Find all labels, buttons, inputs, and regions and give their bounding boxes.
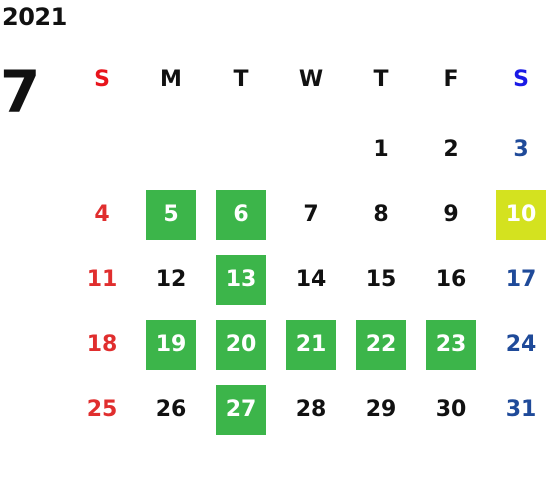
calendar-day-29[interactable]: 29 [365,397,397,422]
calendar-day-26[interactable]: 26 [155,397,187,422]
calendar-day-25[interactable]: 25 [86,397,118,422]
calendar-day-7[interactable]: 7 [303,202,319,227]
weekday-header-thu: T [373,67,389,92]
calendar-day-21[interactable]: 21 [286,320,336,370]
calendar-day-24[interactable]: 24 [505,332,537,357]
calendar-day-13[interactable]: 13 [216,255,266,305]
calendar-year: 2021 [2,3,67,31]
calendar-day-30[interactable]: 30 [435,397,467,422]
calendar-day-27[interactable]: 27 [216,385,266,435]
weekday-header-row: S M T W T F S [0,64,548,96]
calendar-day-10[interactable]: 10 [496,190,546,240]
weekday-header-sat: S [513,67,529,92]
calendar-day-12[interactable]: 12 [155,267,187,292]
calendar-day-15[interactable]: 15 [365,267,397,292]
calendar-day-14[interactable]: 14 [295,267,327,292]
calendar-day-28[interactable]: 28 [295,397,327,422]
calendar-day-4[interactable]: 4 [94,202,110,227]
calendar-day-17[interactable]: 17 [505,267,537,292]
calendar-day-11[interactable]: 11 [86,267,118,292]
calendar-day-5[interactable]: 5 [146,190,196,240]
weekday-header-sun: S [94,67,110,92]
calendar-day-3[interactable]: 3 [513,137,529,162]
calendar-day-1[interactable]: 1 [373,137,389,162]
calendar-day-20[interactable]: 20 [216,320,266,370]
calendar-day-16[interactable]: 16 [435,267,467,292]
calendar-day-8[interactable]: 8 [373,202,389,227]
calendar-day-31[interactable]: 31 [505,397,537,422]
calendar-day-18[interactable]: 18 [86,332,118,357]
calendar-day-23[interactable]: 23 [426,320,476,370]
calendar-day-19[interactable]: 19 [146,320,196,370]
calendar-day-2[interactable]: 2 [443,137,459,162]
calendar-day-9[interactable]: 9 [443,202,459,227]
calendar-day-6[interactable]: 6 [216,190,266,240]
weekday-header-fri: F [443,67,459,92]
calendar-day-22[interactable]: 22 [356,320,406,370]
weekday-header-mon: M [160,67,182,92]
weekday-header-wed: W [298,67,324,92]
weekday-header-tue: T [233,67,249,92]
calendar-month: 7 [0,58,41,126]
